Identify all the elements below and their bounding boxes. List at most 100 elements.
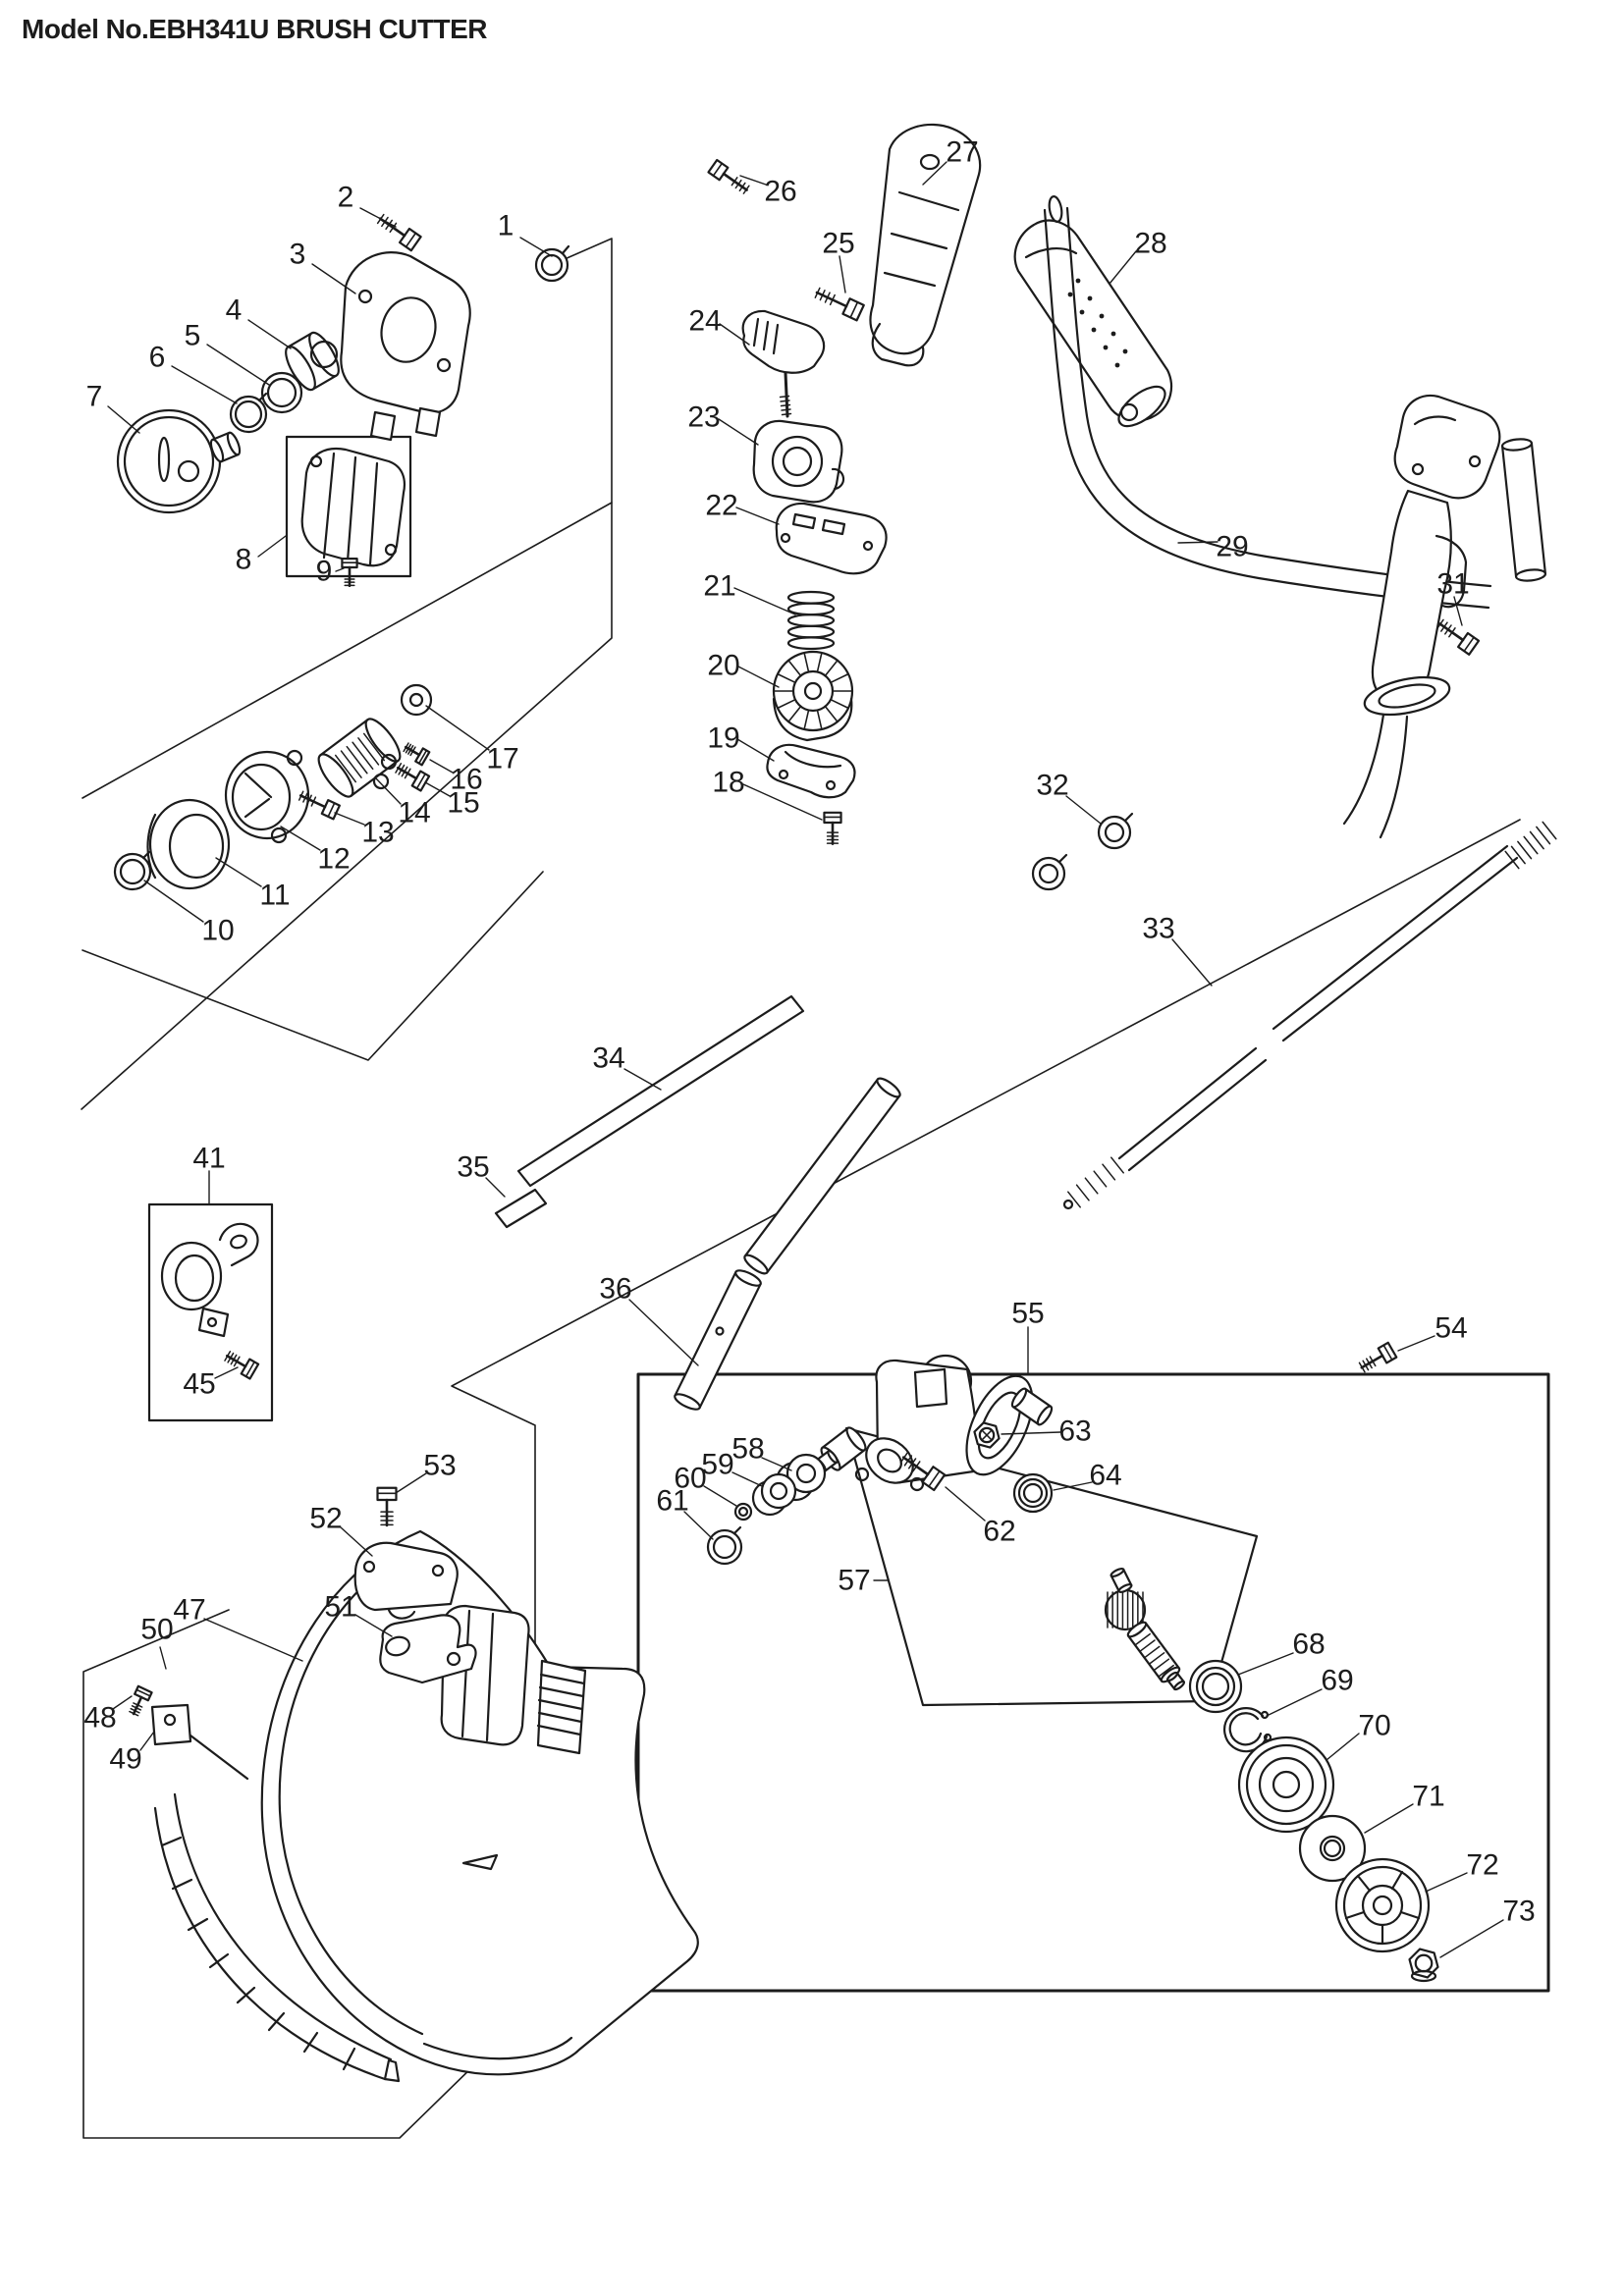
part-label-3: 3 [290,239,306,271]
part-47-boss-rib [539,1673,586,1685]
part-3-hole [436,357,452,373]
part-label-45: 45 [183,1368,215,1401]
part-6-gap [257,392,268,402]
part-25-screw [819,290,826,301]
part-33-spline [1504,850,1520,870]
part-68-bearing [1201,1672,1230,1701]
part-20-drum [787,659,802,677]
part-14-knurl [340,750,362,778]
part-19-hole [778,769,789,780]
part-14-knurl [346,745,368,774]
part-label-69: 69 [1321,1665,1353,1697]
part-14-knurl [357,737,380,766]
blade-ext-tooth [160,1836,183,1847]
part-3-housing [340,251,471,414]
part-47-guard [260,1529,699,2076]
throttle-housing-line [1413,415,1457,426]
part-41-tab-hole [206,1316,218,1328]
part-label-13: 13 [361,817,394,849]
blade-ext-tooth [302,2031,319,2054]
leader-line [945,1486,986,1522]
part-label-28: 28 [1134,228,1166,260]
part-55-case-port [1011,1405,1040,1426]
part-label-48: 48 [83,1702,116,1735]
part-41-ear [218,1222,259,1267]
part-72-cup [1334,1857,1431,1953]
part-52-hole [431,1564,445,1577]
part-20-drum [824,705,839,723]
leader-line [257,535,287,558]
part-20-drum [830,672,849,684]
part-20-drum [816,652,823,673]
part-28-texture [1099,313,1105,319]
part-label-8: 8 [236,544,252,576]
part-25-screw [815,291,848,308]
part-62-bolt [899,1452,908,1464]
part-28-cap-line [1024,247,1078,259]
part-26-screw [738,182,746,192]
part-27-rib [890,232,948,250]
part-23-ring [771,435,824,488]
part-36-pipe [876,1077,901,1098]
leader-line [1177,541,1218,544]
part-36-pipe [734,1269,762,1287]
part-20-drum [830,698,849,710]
leader-line [1109,250,1137,285]
part-63-bolt [978,1426,996,1444]
part-8-hole [309,454,323,468]
part-36-pipe [675,1271,761,1409]
part-23-notch [831,467,845,491]
leader-line [1326,1733,1360,1761]
part-24-ridge [752,317,760,347]
part-62-bolt [928,1469,941,1488]
leader-line [1364,1803,1414,1834]
part-label-62: 62 [983,1516,1015,1548]
part-label-16: 16 [450,764,482,796]
part-32-clip [1104,822,1125,843]
leader-line [334,812,365,826]
leader-line [311,263,356,294]
leader-line [735,507,780,525]
part-32-clip [1038,863,1059,884]
part-72-spoke [1344,1910,1366,1920]
part-62-bolt [912,1461,921,1472]
part-label-55: 55 [1011,1298,1044,1330]
part-20-drum [824,659,839,677]
part-label-4: 4 [226,294,243,327]
part-72-spoke [1399,1910,1421,1920]
part-28-texture [1110,331,1116,337]
leader-line [354,1614,393,1637]
part-8-rib [368,461,379,566]
part-68-bearing-mid [1195,1666,1236,1707]
part-55-case-clamp-bore [877,1448,902,1473]
throttle-housing-hole [1468,454,1482,468]
leader-line [839,255,846,294]
part-54-bolt [1362,1360,1370,1371]
leader-line [628,1299,699,1366]
handlebar-tube-end [1514,568,1547,582]
leader-line [340,1526,373,1557]
part-label-58: 58 [731,1433,764,1466]
page-title: Model No.EBH341U BRUSH CUTTER [22,14,487,44]
part-25-screw [829,294,836,306]
part-label-60: 60 [674,1463,706,1495]
part-13-bolt [302,792,308,803]
part-12-detail [244,772,273,799]
part-33-shaft [1281,856,1519,1042]
part-48-screw [133,1702,143,1708]
part-label-33: 33 [1142,913,1174,945]
part-70-hub [1272,1770,1301,1799]
part-8-rib [322,452,336,560]
part-33-spline [1529,830,1544,850]
part-label-73: 73 [1502,1896,1535,1928]
part-label-7: 7 [86,381,103,413]
part-label-15: 15 [447,787,479,820]
part-15-bolt [401,766,408,777]
part-3-bore [380,296,437,363]
leader-line [159,1646,167,1670]
part-31-screw [1444,624,1452,635]
part-36-hole [715,1326,725,1336]
part-59-bearing [760,1472,797,1510]
leader-line [1425,1872,1468,1893]
part-15-bolt [398,764,406,775]
